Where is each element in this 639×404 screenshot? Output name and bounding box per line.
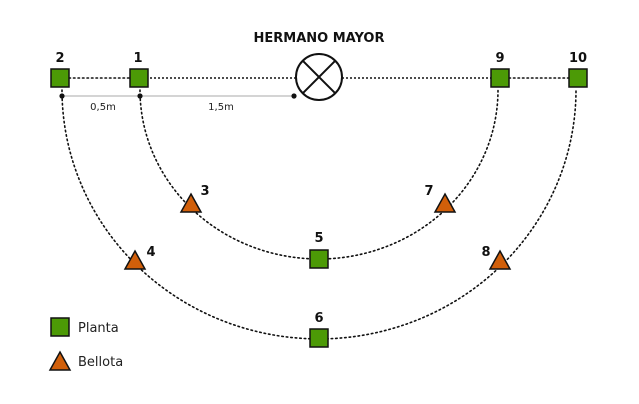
legend-bellota-label: Bellota <box>78 355 123 370</box>
bellota-node-7 <box>433 192 457 213</box>
legend-planta-icon <box>50 317 70 337</box>
bellota-node-3 <box>179 192 203 213</box>
cross-line-b <box>301 59 337 95</box>
node-label-2: 2 <box>55 51 64 66</box>
planta-node-6 <box>309 328 329 348</box>
hermano-mayor <box>295 53 343 101</box>
planta-node-10 <box>568 68 588 88</box>
nodes-layer: 1 2 3 4 5 6 7 8 9 10 <box>50 51 588 348</box>
inner-arc <box>139 89 499 260</box>
legend-bellota-icon <box>48 350 72 371</box>
dimension-dot-left <box>59 93 65 99</box>
node-label-8: 8 <box>481 245 490 260</box>
dimension-label-1: 0,5m <box>90 102 116 113</box>
dimension-dot-middle <box>137 93 143 99</box>
node-label-3: 3 <box>200 184 209 199</box>
node-label-5: 5 <box>314 231 323 246</box>
outer-arc <box>61 89 577 340</box>
dimension-dot-right <box>291 93 297 99</box>
node-label-4: 4 <box>146 245 155 260</box>
planta-node-9 <box>490 68 510 88</box>
legend: Planta Bellota <box>48 317 123 371</box>
node-label-7: 7 <box>424 184 433 199</box>
legend-planta-label: Planta <box>78 321 119 336</box>
node-label-10: 10 <box>569 51 587 66</box>
title: HERMANO MAYOR <box>254 31 385 46</box>
bellota-node-4 <box>123 249 147 270</box>
node-label-1: 1 <box>133 51 142 66</box>
node-label-6: 6 <box>314 311 323 326</box>
node-label-9: 9 <box>495 51 504 66</box>
dimension-label-2: 1,5m <box>208 102 234 113</box>
planta-node-2 <box>50 68 70 88</box>
bellota-node-8 <box>488 249 512 270</box>
planta-node-1 <box>129 68 149 88</box>
planta-node-5 <box>309 249 329 269</box>
